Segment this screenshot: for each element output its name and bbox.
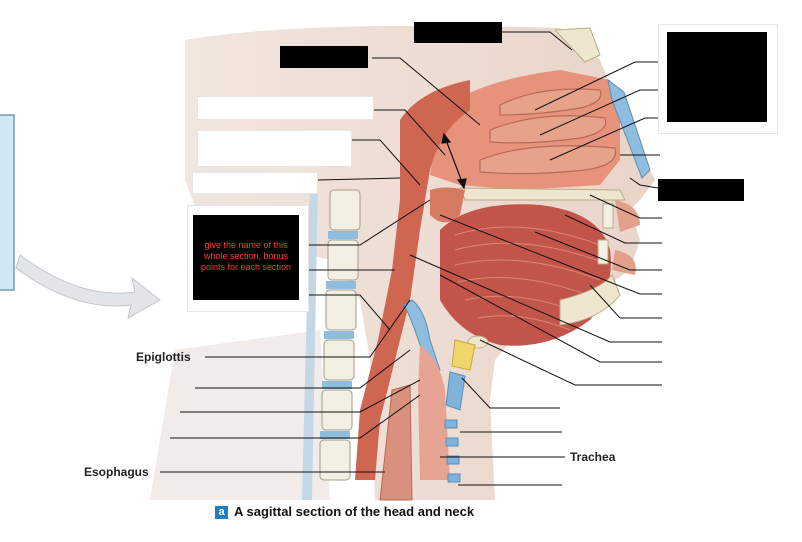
double-arrow [441, 132, 467, 190]
lower-teeth [597, 239, 609, 265]
cricoid-cartilage [445, 371, 466, 411]
soft-palate [430, 187, 465, 223]
superior-concha [499, 88, 602, 116]
upper-lip [615, 200, 640, 232]
redacted-label-4 [658, 179, 744, 201]
leader-lines [160, 31, 662, 486]
inferior-concha [479, 145, 617, 175]
trachea-rings [444, 419, 461, 483]
redacted-label-1 [414, 22, 502, 43]
blank-label-2 [197, 130, 352, 167]
blank-label-3 [192, 172, 318, 194]
inset-panel [0, 114, 15, 291]
esophagus-tube [379, 384, 413, 501]
hard-palate [459, 187, 626, 201]
lower-lip [612, 250, 636, 275]
blank-label-1 [197, 96, 374, 120]
upper-teeth [602, 203, 614, 229]
pharynx-wall [355, 80, 470, 480]
redacted-label-2 [280, 46, 368, 68]
neck-skin [150, 330, 330, 500]
middle-concha [489, 115, 607, 144]
caption-text: A sagittal section of the head and neck [234, 504, 475, 519]
larynx-lumen [418, 345, 450, 480]
redacted-label-5 [193, 215, 299, 300]
thyroid-cartilage [451, 339, 476, 371]
redacted-label-3 [667, 32, 767, 122]
annotation-note: give the name of this whole section, bon… [200, 240, 292, 272]
tongue-fibers [454, 226, 603, 331]
intervertebral-discs [320, 231, 358, 439]
figure-caption: a A sagittal section of the head and neck [215, 504, 474, 519]
frontal-bone [553, 27, 601, 63]
mandible [559, 274, 621, 326]
caption-badge: a [215, 506, 228, 519]
label-epiglottis: Epiglottis [136, 350, 191, 364]
pointer-arrow [15, 254, 161, 319]
label-trachea: Trachea [570, 450, 616, 464]
label-esophagus: Esophagus [84, 465, 149, 479]
nasal-cartilage [607, 78, 651, 179]
vertebral-column [319, 189, 361, 481]
spinal-cord [302, 180, 318, 500]
